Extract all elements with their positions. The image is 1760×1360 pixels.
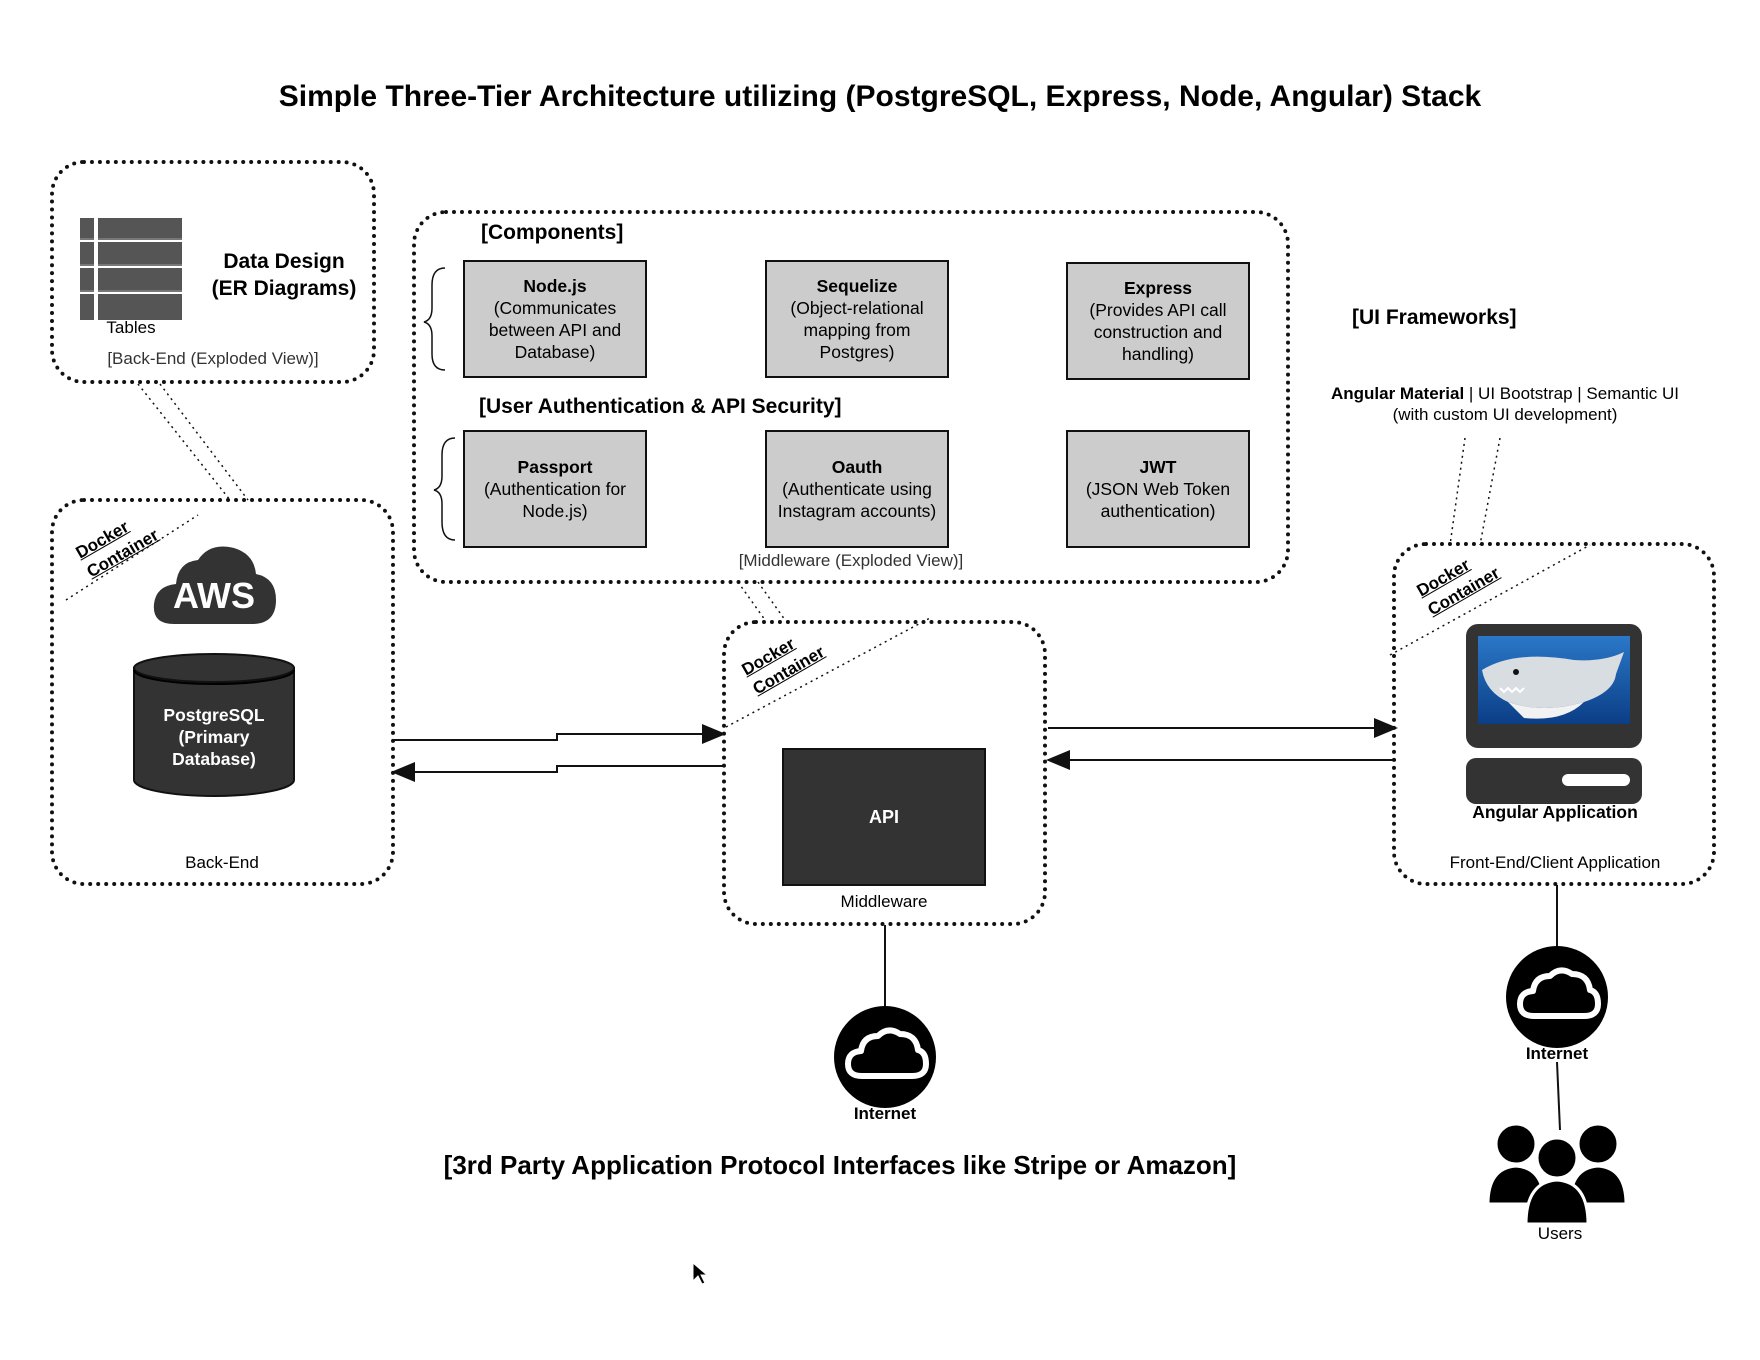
data-design-heading-1: Data Design	[223, 250, 345, 273]
ui-frameworks-heading: [UI Frameworks]	[1352, 306, 1517, 329]
security-name: Oauth	[831, 457, 883, 477]
backend-caption: Back-End	[185, 853, 259, 872]
component-desc: (Object-relational mapping from Postgres…	[790, 298, 924, 362]
component-name: Sequelize	[816, 276, 898, 296]
component-name: Node.js	[523, 276, 587, 296]
database-label-1: PostgreSQL	[163, 705, 265, 725]
cloud-icon	[1517, 967, 1601, 1019]
ui-framework-primary: Angular Material	[1330, 384, 1465, 403]
users-label: Users	[1537, 1224, 1583, 1243]
ui-framework-rest: | UI Bootstrap | Semantic UI	[1464, 384, 1679, 403]
database-label-3: Database)	[172, 749, 256, 769]
database-cylinder-icon	[133, 653, 295, 797]
component-express: Express (Provides API call construction …	[1066, 262, 1250, 380]
data-design-heading-2: (ER Diagrams)	[211, 277, 357, 300]
brace-icons	[423, 267, 456, 541]
database-label-2: (Primary	[178, 727, 250, 747]
tables-label: Tables	[106, 318, 156, 337]
security-heading: [User Authentication & API Security]	[479, 395, 842, 418]
users-icon	[1486, 1122, 1628, 1226]
security-desc: (JSON Web Token authentication)	[1085, 479, 1231, 521]
ui-frameworks-note: (with custom UI development)	[1392, 405, 1618, 424]
frontend-caption: Front-End/Client Application	[1449, 853, 1661, 872]
security-jwt: JWT (JSON Web Token authentication)	[1066, 430, 1250, 548]
third-party-note: [3rd Party Application Protocol Interfac…	[443, 1150, 1237, 1180]
security-desc: (Authenticate using Instagram accounts)	[777, 479, 937, 521]
security-name: JWT	[1139, 457, 1177, 477]
component-name: Express	[1123, 278, 1193, 298]
exploded-view-links	[65, 383, 1591, 728]
component-nodejs: Node.js (Communicates between API and Da…	[463, 260, 647, 378]
components-heading: [Components]	[481, 221, 624, 244]
middleware-exploded-caption: [Middleware (Exploded View)]	[738, 551, 964, 570]
angular-app-label: Angular Application	[1472, 802, 1638, 822]
security-oauth: Oauth (Authenticate using Instagram acco…	[765, 430, 949, 548]
middleware-frontend-arrows	[1046, 718, 1398, 770]
component-sequelize: Sequelize (Object-relational mapping fro…	[765, 260, 949, 378]
mouse-cursor-icon	[692, 1262, 708, 1285]
internet-label-frontend: Internet	[1525, 1044, 1589, 1063]
frontend-container	[1392, 542, 1716, 886]
internet-node-middleware	[834, 1006, 936, 1108]
diagram-title: Simple Three-Tier Architecture utilizing…	[278, 80, 1482, 113]
component-desc: (Provides API call construction and hand…	[1089, 300, 1227, 364]
data-design-box	[50, 160, 376, 384]
middleware-caption: Middleware	[840, 892, 928, 911]
security-desc: (Authentication for Node.js)	[483, 479, 627, 521]
aws-cloud-icon: AWS	[153, 546, 276, 624]
middleware-exploded-box	[412, 210, 1290, 584]
computer-icon	[1466, 624, 1642, 804]
internet-links	[884, 885, 1561, 1131]
backend-exploded-caption: [Back-End (Exploded View)]	[107, 349, 319, 368]
internet-node-frontend	[1506, 946, 1608, 1048]
security-passport: Passport (Authentication for Node.js)	[463, 430, 647, 548]
aws-label: AWS	[173, 575, 255, 616]
api-box: API	[782, 748, 986, 886]
ui-frameworks-list: Angular Material | UI Bootstrap | Semant…	[1290, 384, 1720, 404]
middleware-container	[722, 620, 1047, 926]
cloud-icon	[845, 1027, 929, 1079]
api-label: API	[868, 806, 899, 827]
internet-label-middleware: Internet	[853, 1104, 917, 1123]
table-icon	[80, 218, 182, 320]
backend-container	[50, 498, 395, 886]
component-desc: (Communicates between API and Database)	[488, 298, 622, 362]
security-name: Passport	[517, 457, 593, 477]
backend-middleware-arrows	[391, 724, 726, 782]
